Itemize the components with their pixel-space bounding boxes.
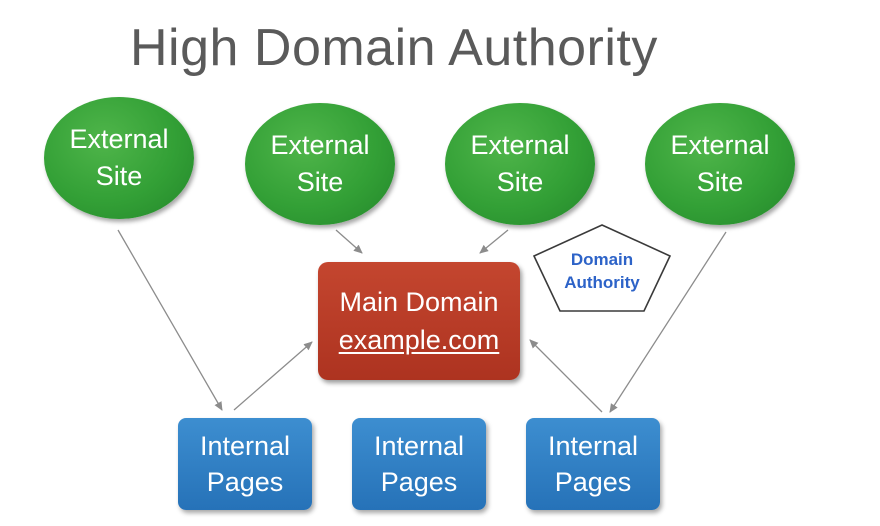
main-domain-label: Main Domain	[339, 287, 499, 317]
domain-authority-line2: Authority	[564, 273, 640, 292]
arrow-ext2-to-main	[335, 229, 363, 254]
external-site-node: External Site	[645, 103, 795, 225]
arrow-ext1-to-int1	[117, 229, 223, 411]
internal-pages-label-line2: Pages	[380, 467, 458, 497]
internal-pages-node: Internal Pages	[178, 418, 312, 510]
external-site-node: External Site	[44, 97, 194, 219]
internal-pages-label-line2: Pages	[554, 467, 632, 497]
main-domain-node: Main Domain example.com	[318, 262, 520, 380]
external-site-node: External Site	[245, 103, 395, 225]
internal-pages-label-line1: Internal	[547, 431, 639, 461]
internal-pages-node: Internal Pages	[352, 418, 486, 510]
main-domain-url: example.com	[338, 325, 500, 355]
domain-authority-badge: Domain Authority	[530, 222, 674, 314]
internal-pages-label-line2: Pages	[206, 467, 284, 497]
external-site-node: External Site	[445, 103, 595, 225]
external-site-label-line1: External	[69, 124, 169, 154]
arrow-int3-to-main	[529, 339, 603, 413]
internal-pages-label-line1: Internal	[199, 431, 291, 461]
arrow-ext3-to-main	[479, 229, 509, 254]
external-site-label-line2: Site	[95, 161, 143, 191]
external-site-label-line1: External	[470, 130, 570, 160]
external-site-label-line2: Site	[496, 167, 544, 197]
external-site-label-line2: Site	[696, 167, 744, 197]
internal-pages-node: Internal Pages	[526, 418, 660, 510]
arrow-ext4-to-int3	[609, 231, 727, 413]
external-site-label-line2: Site	[296, 167, 344, 197]
domain-authority-line1: Domain	[570, 250, 634, 269]
pentagon-icon	[532, 224, 672, 312]
internal-pages-label-line1: Internal	[373, 431, 465, 461]
page-title: High Domain Authority	[130, 19, 658, 77]
arrow-int1-to-main	[233, 341, 313, 411]
external-site-label-line1: External	[670, 130, 770, 160]
external-site-label-line1: External	[270, 130, 370, 160]
